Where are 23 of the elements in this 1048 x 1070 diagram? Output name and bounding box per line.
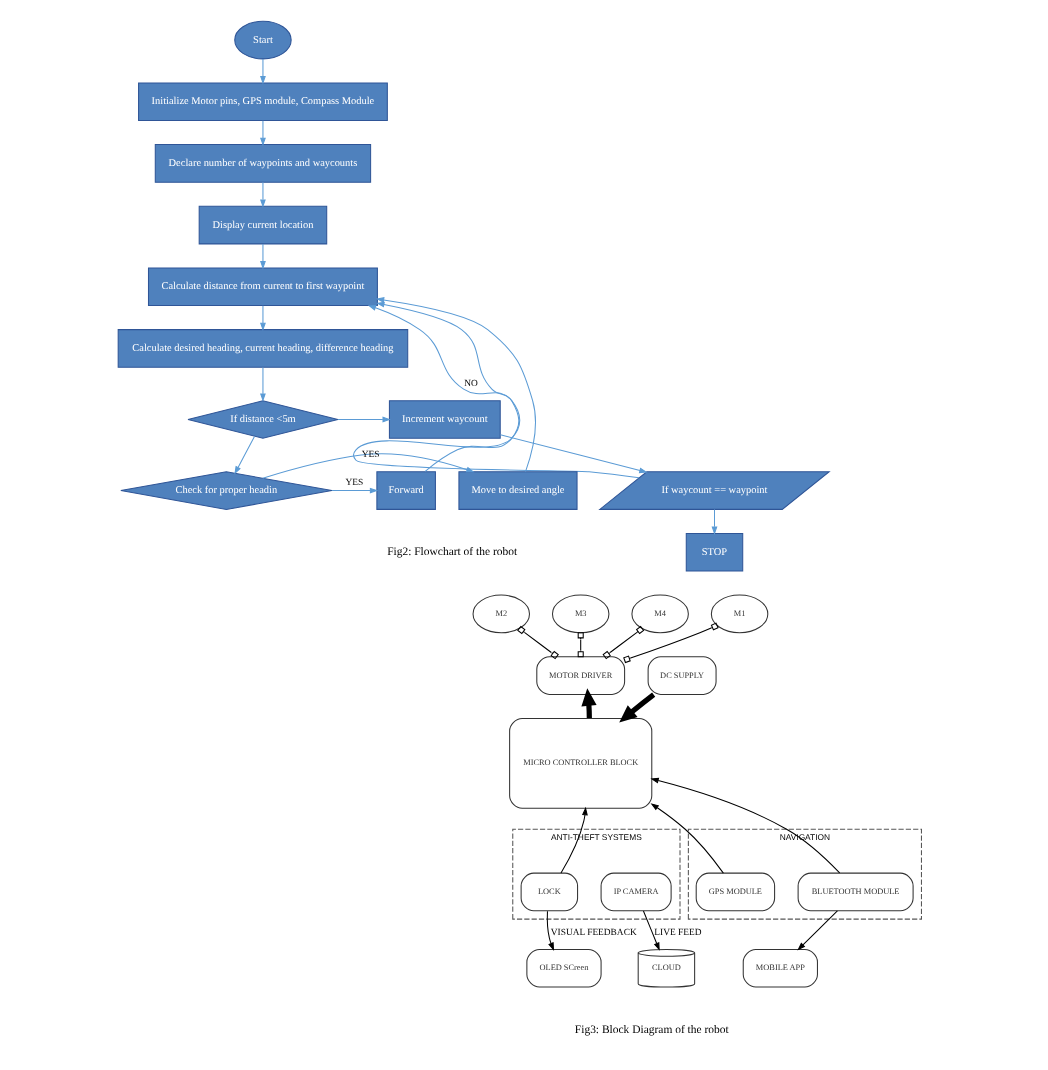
arrow xyxy=(331,487,379,494)
arrow xyxy=(260,243,266,270)
arrow xyxy=(262,453,475,479)
arrow xyxy=(260,367,266,402)
connector xyxy=(602,625,645,660)
arrow xyxy=(499,434,648,474)
arrow xyxy=(337,416,391,423)
arrow xyxy=(260,181,266,208)
arrow xyxy=(650,803,724,874)
arrow xyxy=(619,692,656,723)
arrow xyxy=(260,120,266,147)
arrow xyxy=(711,508,718,535)
arrow xyxy=(797,910,838,951)
arrow xyxy=(642,910,660,951)
connector xyxy=(517,625,559,660)
arrow xyxy=(234,436,255,475)
arrow xyxy=(546,910,555,951)
connector xyxy=(623,622,719,664)
arrow xyxy=(260,305,266,332)
connector xyxy=(577,632,584,658)
arrow xyxy=(353,305,640,479)
arrow xyxy=(260,58,266,85)
arrow xyxy=(650,777,841,874)
